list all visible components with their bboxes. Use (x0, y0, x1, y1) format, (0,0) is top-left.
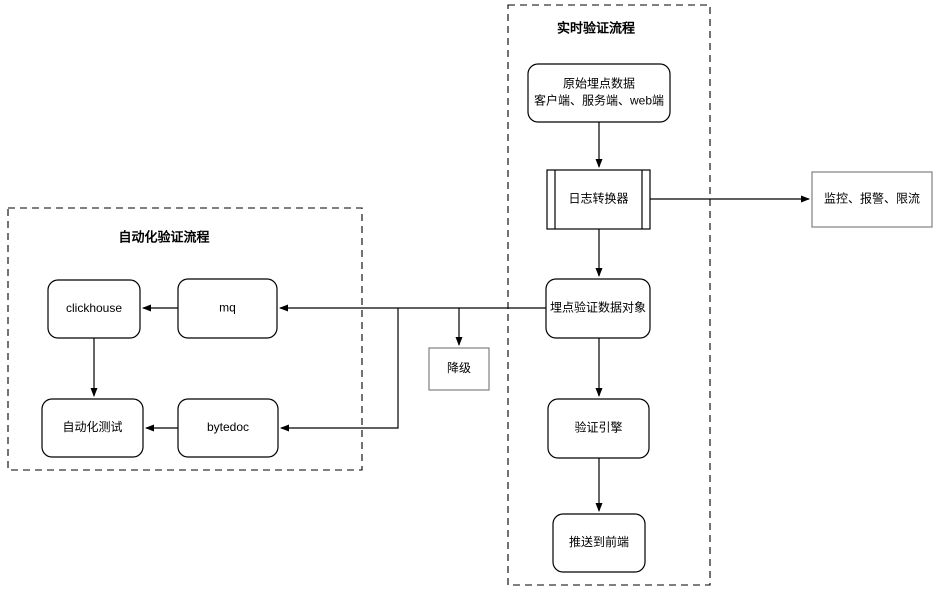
group-border-realtime (507, 4, 711, 586)
group-title-realtime: 实时验证流程 (557, 20, 635, 35)
node-bytedoc-label-0: bytedoc (207, 420, 249, 434)
connector-edges (90, 122, 810, 512)
node-clickhouse-label-0: clickhouse (66, 301, 122, 315)
node-push-to-frontend[interactable]: 推送到前端 (552, 513, 646, 573)
node-log-converter-shape[interactable] (546, 169, 651, 230)
node-validation-engine[interactable]: 验证引擎 (547, 398, 650, 459)
node-validation-data-object-label-0: 埋点验证数据对象 (550, 300, 646, 315)
node-bytedoc[interactable]: bytedoc (177, 398, 279, 458)
node-monitor-alarm-limit-shape[interactable] (811, 171, 933, 228)
group-title-automation: 自动化验证流程 (118, 229, 209, 244)
node-mq[interactable]: mq (177, 278, 278, 339)
node-clickhouse[interactable]: clickhouse (47, 279, 141, 339)
group-border-automation (7, 207, 363, 471)
group-realtime: 实时验证流程 (507, 4, 711, 586)
node-automation-test[interactable]: 自动化测试 (41, 398, 144, 458)
node-monitor-alarm-limit[interactable]: 监控、报警、限流 (811, 171, 933, 228)
node-monitor-alarm-limit-label-0: 监控、报警、限流 (824, 191, 920, 206)
node-mq-shape[interactable] (177, 278, 278, 339)
node-push-to-frontend-shape[interactable] (552, 513, 646, 573)
node-automation-test-shape[interactable] (41, 398, 144, 458)
node-raw-data-shape[interactable] (527, 63, 671, 123)
node-log-converter-label-0: 日志转换器 (568, 191, 628, 206)
node-validation-engine-shape[interactable] (547, 398, 650, 459)
node-bytedoc-shape[interactable] (177, 398, 279, 458)
node-validation-data-object-shape[interactable] (545, 278, 651, 339)
node-raw-data-label-0: 原始埋点数据 (563, 76, 635, 91)
node-log-converter[interactable]: 日志转换器 (546, 169, 651, 230)
node-automation-test-label-0: 自动化测试 (62, 419, 122, 434)
node-raw-data-label-1: 客户端、服务端、web端 (534, 93, 664, 108)
node-validation-data-object[interactable]: 埋点验证数据对象 (545, 278, 651, 339)
node-degrade-shape[interactable] (428, 347, 490, 391)
group-automation: 自动化验证流程 (7, 207, 363, 471)
node-degrade[interactable]: 降级 (428, 347, 490, 391)
node-validation-engine-label-0: 验证引擎 (574, 420, 622, 435)
node-clickhouse-shape[interactable] (47, 279, 141, 339)
node-degrade-label-0: 降级 (447, 361, 471, 375)
node-push-to-frontend-label-0: 推送到前端 (569, 534, 629, 549)
edge-branch-to-bytedoc (280, 308, 399, 432)
node-mq-label-0: mq (219, 301, 236, 315)
